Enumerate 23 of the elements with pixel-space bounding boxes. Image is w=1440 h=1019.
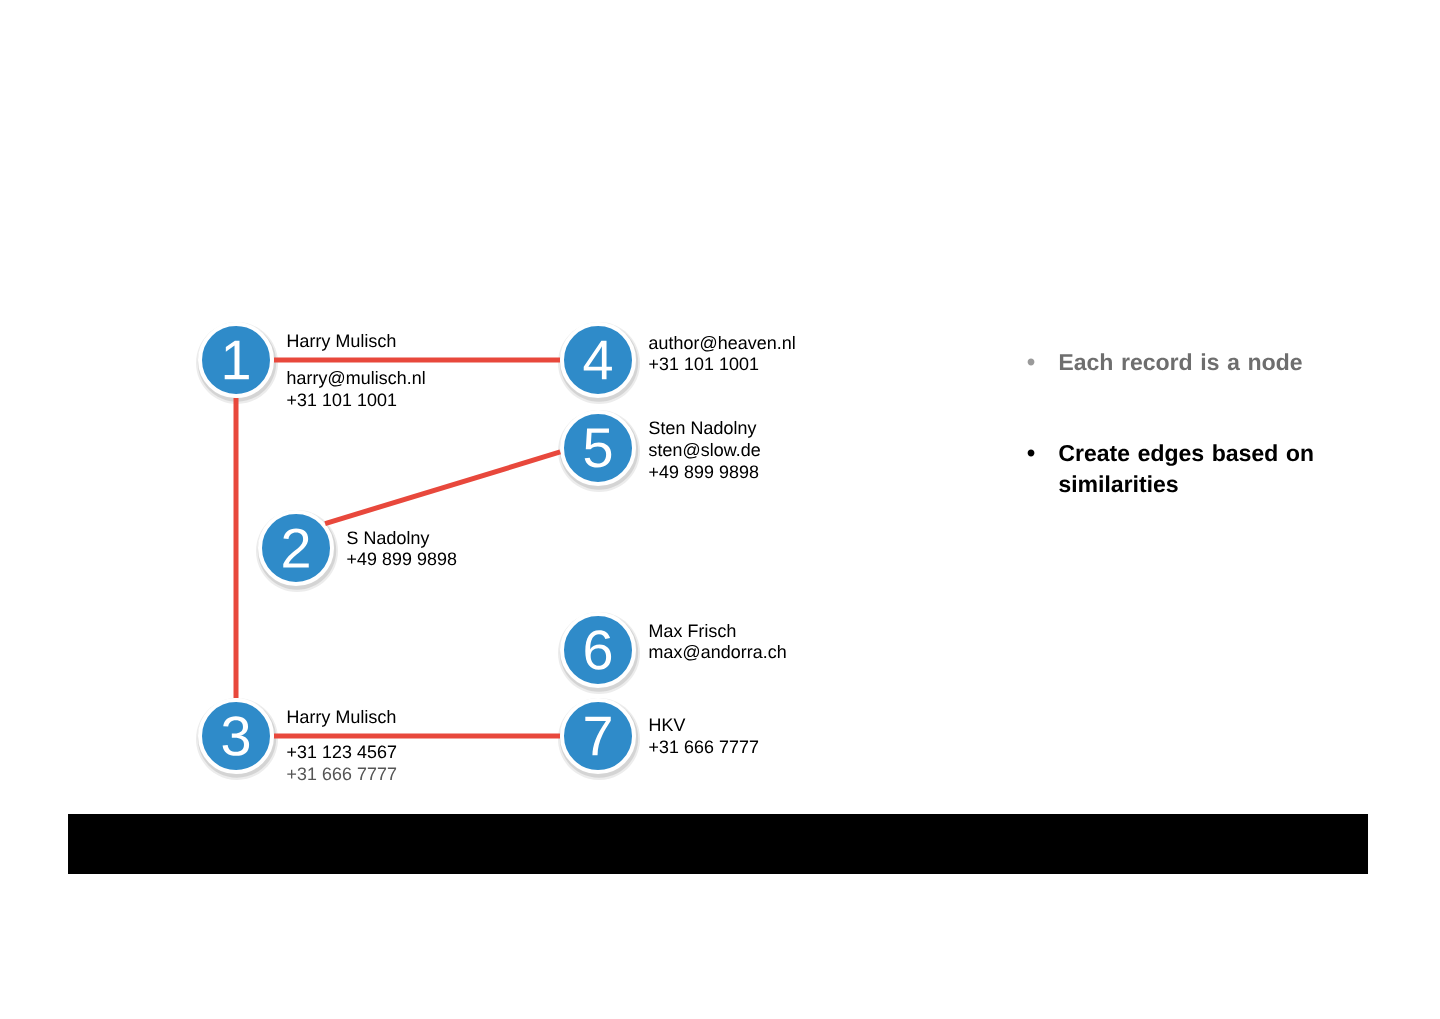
contact-text: harry@mulisch.nl [287, 370, 425, 388]
bullet-text: Each record is a node [1059, 353, 1302, 371]
contact-text: sten@slow.de [648, 442, 760, 459]
contact-text: Harry Mulisch [287, 709, 396, 727]
contact-text: max@andorra.ch [649, 644, 786, 661]
contact-text: +49 899 9898 [649, 465, 759, 479]
connector-line [274, 357, 560, 363]
bullet-text: Create edges based on similarities [1059, 444, 1313, 493]
contact-text: HKV [649, 718, 686, 731]
connector-line [274, 733, 560, 739]
connector-line [324, 449, 561, 526]
contact-text: +49 899 9898 [347, 552, 457, 566]
contact-text: +31 101 1001 [287, 393, 397, 407]
contact-text: +31 123 4567 [287, 745, 397, 759]
contact-text: S Nadolny [347, 530, 430, 548]
contact-text: +31 666 7777 [287, 767, 397, 781]
contact-text: +31 101 1001 [649, 357, 759, 371]
contact-text: Harry Mulisch [287, 333, 396, 351]
connector-line [233, 398, 239, 698]
contact-text: Max Frisch [649, 623, 736, 638]
contact-text: author@heaven.nl [649, 335, 795, 352]
contact-text: +31 666 7777 [649, 740, 759, 754]
contact-text: Sten Nadolny [649, 420, 757, 438]
